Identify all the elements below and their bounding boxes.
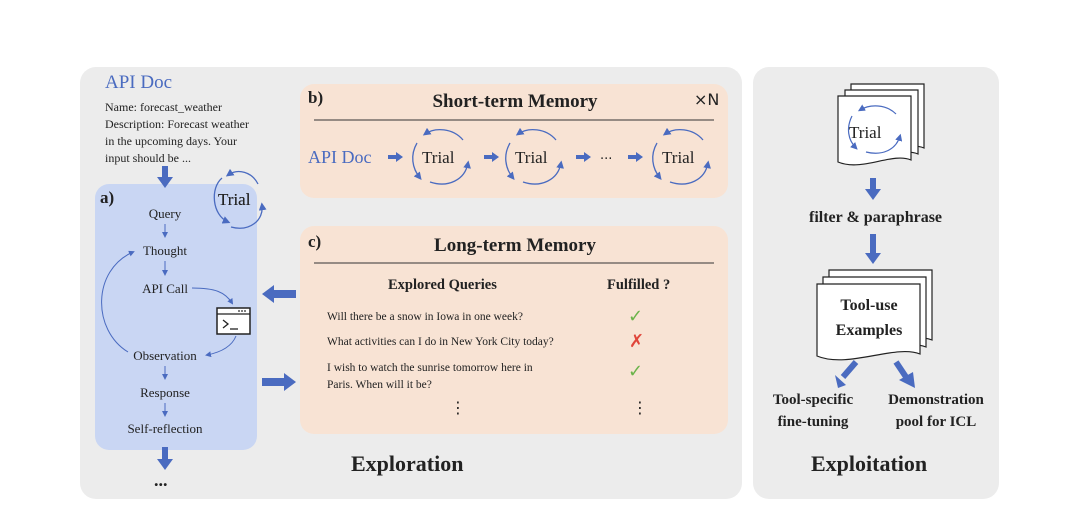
exploit-trial-front: Trial: [849, 123, 882, 142]
query-row-1: Will there be a snow in Iowa in one week…: [327, 311, 523, 323]
exploitation-label: Exploitation: [811, 451, 928, 476]
finetune-line-1: Tool-specific: [772, 392, 854, 408]
api-doc-desc-3: input should be ...: [105, 151, 191, 165]
trial-a-front: Trial: [218, 190, 251, 209]
stm-ellipsis: ···: [600, 152, 613, 167]
filter-paraphrase: filter & paraphrase: [809, 209, 943, 226]
step-query: Query: [148, 206, 182, 221]
api-doc-desc-2: in the upcoming days. Your: [105, 134, 237, 148]
api-doc-body: Name: forecast_weather Description: Fore…: [105, 99, 275, 167]
fulfilled-check-1: ✓: [628, 306, 644, 327]
api-doc-name: Name: forecast_weather: [105, 100, 222, 114]
demo-line-1: Demonstration: [888, 392, 984, 408]
short-term-title: Short-term Memory: [432, 91, 598, 112]
panel-c-label: c): [308, 232, 322, 251]
stm-trial-2: Trial: [515, 148, 548, 167]
demo-line-2: pool for ICL: [895, 414, 977, 430]
queries-more: ⋮: [450, 398, 466, 417]
tool-use-front-2: Examples: [835, 322, 903, 339]
step-response: Response: [140, 385, 190, 400]
long-term-title: Long-term Memory: [434, 235, 596, 256]
tool-use-front-1: Tool-use: [840, 297, 898, 314]
panel-a-more: ...: [154, 470, 168, 490]
tool-use-examples-front: Tool-use Examples: [826, 293, 912, 343]
stm-trial-1: Trial: [422, 148, 455, 167]
fulfilled-check-3: ✓: [628, 361, 644, 382]
api-doc-title: API Doc: [105, 72, 173, 93]
demonstration-pool: Demonstration pool for ICL: [878, 389, 994, 433]
exploration-label: Exploration: [351, 451, 464, 476]
panel-a-label: a): [100, 188, 115, 207]
query-row-3-line-1: I wish to watch the sunrise tomorrow her…: [327, 362, 533, 374]
api-doc-desc-1: Description: Forecast weather: [105, 117, 249, 131]
tool-specific-finetuning: Tool-specific fine-tuning: [760, 389, 866, 433]
panel-a-box: [95, 184, 257, 450]
stm-api-doc: API Doc: [308, 147, 372, 167]
repeat-label: ×N: [694, 90, 720, 109]
stm-trial-n: Trial: [662, 148, 695, 167]
query-row-3: I wish to watch the sunrise tomorrow her…: [327, 360, 587, 394]
step-self-reflection: Self-reflection: [127, 421, 203, 436]
long-term-memory-panel: [300, 226, 728, 434]
step-thought: Thought: [142, 243, 188, 258]
fulfilled-cross-2: ✗: [629, 331, 645, 352]
col-explored-queries: Explored Queries: [388, 277, 497, 293]
query-row-3-line-2: Paris. When will it be?: [327, 379, 432, 391]
finetune-line-2: fine-tuning: [777, 414, 849, 430]
fulfilled-more: ⋮: [632, 398, 648, 417]
col-fulfilled: Fulfilled ?: [607, 277, 671, 293]
step-observation: Observation: [133, 348, 197, 363]
step-api-call: API Call: [142, 281, 188, 296]
panel-b-label: b): [308, 88, 324, 107]
query-row-2: What activities can I do in New York Cit…: [327, 336, 554, 348]
